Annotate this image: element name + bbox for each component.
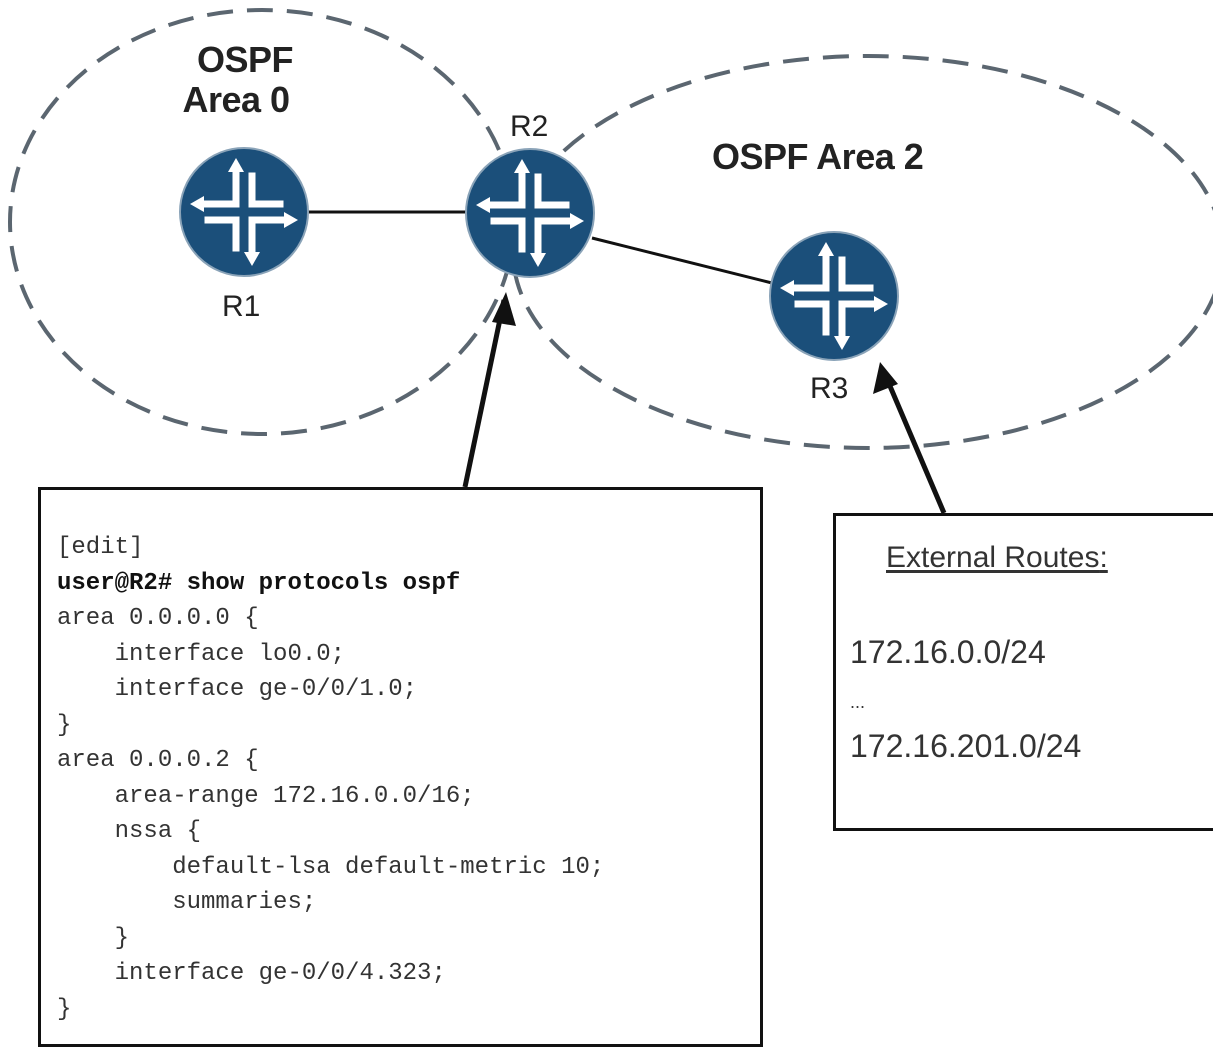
config-line: interface lo0.0; <box>57 640 346 668</box>
area0-title: OSPF Area 0 <box>180 39 310 121</box>
router-r2-label: R2 <box>510 110 549 143</box>
external-route-ellipsis: ... <box>850 692 866 712</box>
external-routes-heading-colon: : <box>1099 541 1108 574</box>
config-line: nssa { <box>57 818 202 845</box>
config-text: [edit] user@R2# show protocols ospf area… <box>41 490 760 1027</box>
config-line: [edit] <box>57 534 144 561</box>
r2-config-box: [edit] user@R2# show protocols ospf area… <box>38 487 763 1047</box>
area0-title-line1: OSPF <box>196 39 294 80</box>
config-line: default-lsa default-metric 10; <box>57 853 605 881</box>
config-line: } <box>57 711 72 739</box>
external-routes-heading-text: External Routes <box>886 541 1100 574</box>
config-line: interface ge-0/0/4.323; <box>57 960 446 987</box>
area0-title-line2: Area 0 <box>182 79 290 121</box>
external-route-last: 172.16.201.0/24 <box>850 728 1082 764</box>
router-r3-label: R3 <box>810 372 849 405</box>
router-r1-label: R1 <box>222 290 261 323</box>
external-routes-box: External Routes: 172.16.0.0/24 ... 172.1… <box>833 513 1213 831</box>
pointer-arrow-r2 <box>462 299 507 488</box>
area2-title: OSPF Area 2 <box>712 136 924 177</box>
config-line: summaries; <box>57 889 317 916</box>
pointer-arrowhead-r3 <box>873 362 898 394</box>
router-r2-icon <box>466 149 594 277</box>
config-line: area-range 172.16.0.0/16; <box>57 782 475 810</box>
config-line: } <box>57 924 130 952</box>
external-routes-heading: External Routes: <box>886 541 1108 575</box>
config-line: interface ge-0/0/1.0; <box>57 676 418 703</box>
pointer-arrowhead-r2 <box>492 292 516 326</box>
config-command-line: user@R2# show protocols ospf <box>57 569 461 597</box>
config-line: area 0.0.0.2 { <box>57 747 259 774</box>
config-line: } <box>57 995 72 1023</box>
external-route-first: 172.16.0.0/24 <box>850 634 1046 670</box>
pointer-arrow-r3 <box>881 371 947 514</box>
router-r3-icon <box>770 232 898 360</box>
router-r1-icon <box>180 148 308 276</box>
link-r2-r3 <box>591 236 773 285</box>
config-line: area 0.0.0.0 { <box>57 605 259 632</box>
